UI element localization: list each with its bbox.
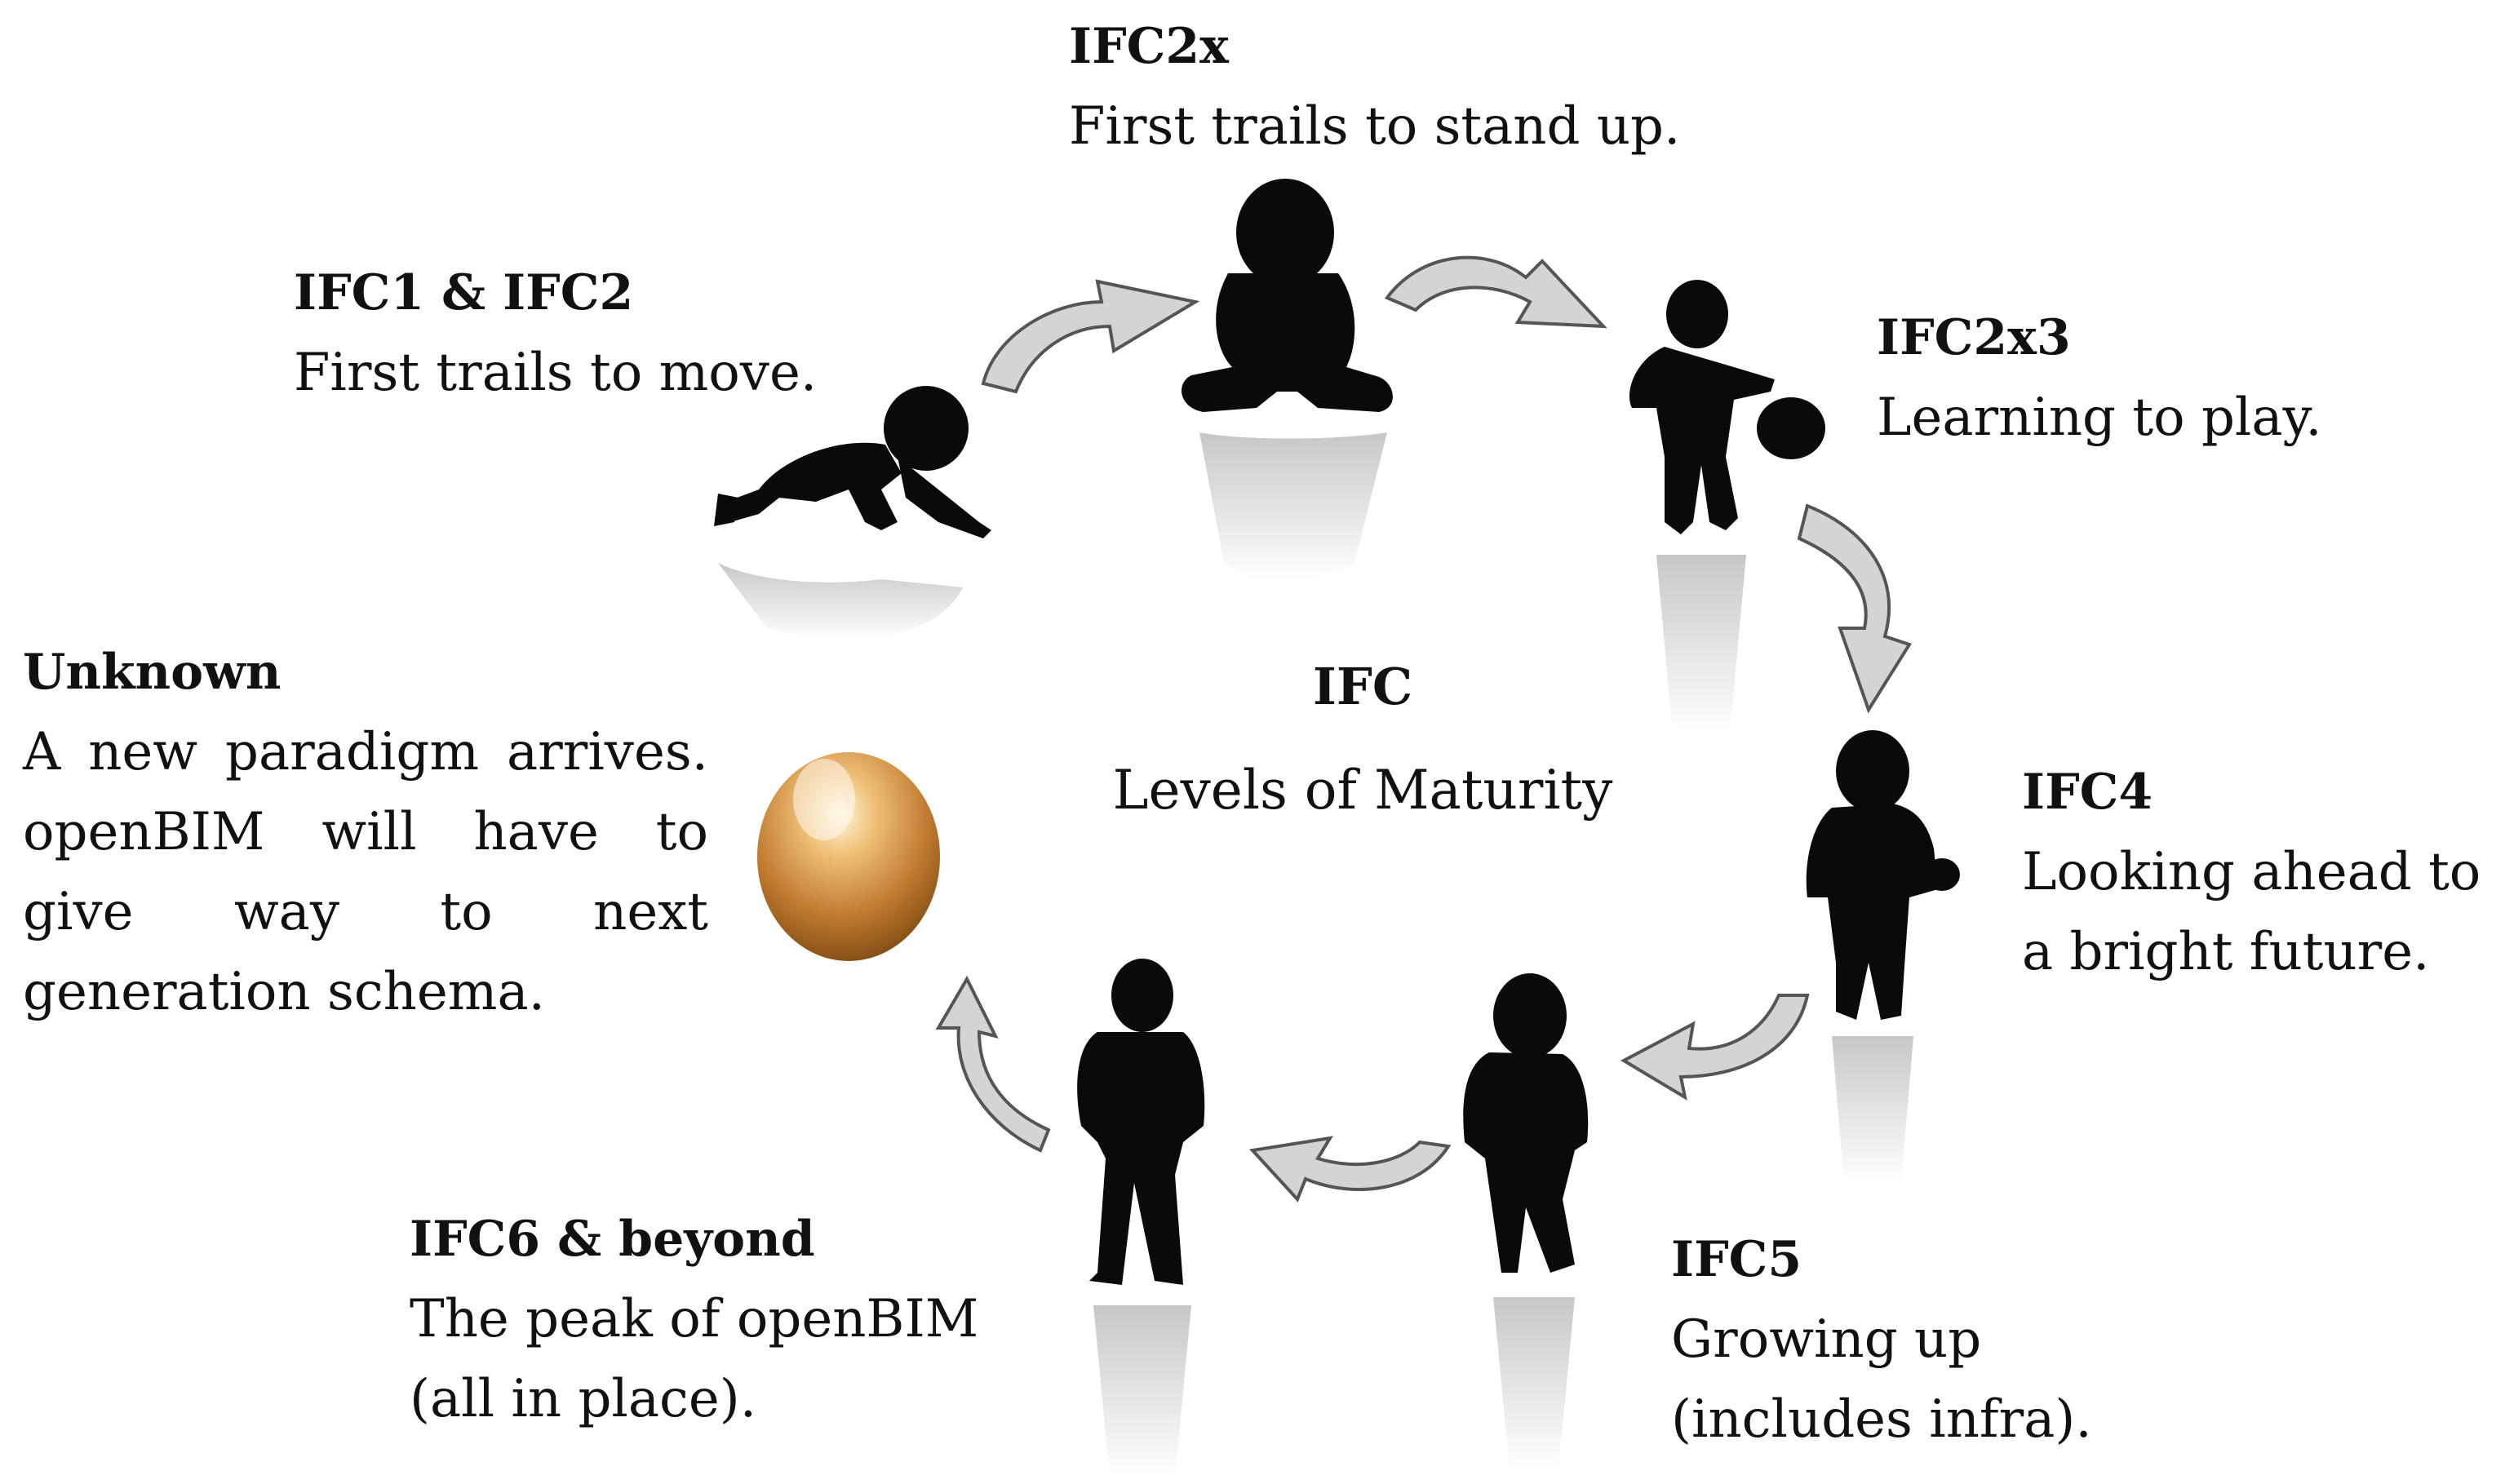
- stage-title: Unknown: [23, 644, 282, 701]
- stage-title: IFC4: [2022, 764, 2153, 821]
- boy-silhouette: [1463, 973, 1589, 1468]
- stage-title: IFC5: [1671, 1231, 1802, 1288]
- stage-description-line: Growing up: [1671, 1309, 1982, 1370]
- stage-description-line: a bright future.: [2022, 922, 2430, 982]
- golden-egg: [757, 752, 940, 961]
- toddler-with-ball-silhouette: [1629, 280, 1825, 734]
- sitting-baby-silhouette: [1182, 179, 1393, 582]
- stage-description: First trails to stand up.: [1069, 96, 1681, 157]
- arrow-1: [981, 279, 1200, 394]
- stage-description-line: (all in place).: [410, 1369, 757, 1429]
- arrow-2: [1384, 255, 1607, 329]
- center-title: IFC: [1312, 657, 1413, 716]
- stage-title: IFC1 & IFC2: [294, 264, 634, 321]
- stage-description-line: Looking ahead to: [2022, 842, 2481, 902]
- stage-label-unknown: Unknown A new paradigm arrives. openBIM …: [23, 632, 708, 1032]
- center-subtitle: Levels of Maturity: [1112, 759, 1613, 822]
- stage-label-ifc2x: IFC2x First trails to stand up.: [1069, 7, 1680, 166]
- stage-description: A new paradigm arrives. openBIM will hav…: [23, 722, 708, 1022]
- stage-label-ifc6: IFC6 & beyond The peak of openBIM (all i…: [410, 1199, 978, 1439]
- crawling-baby-silhouette: [714, 386, 991, 640]
- stage-description-line: (includes infra).: [1671, 1389, 2092, 1450]
- stage-title: IFC2x3: [1877, 309, 2071, 366]
- stage-description: Learning to play.: [1877, 388, 2322, 448]
- cycle-arrows: [935, 255, 1913, 1203]
- arrow-4: [1620, 994, 1810, 1101]
- arrow-5: [1249, 1136, 1452, 1203]
- child-with-ball-silhouette: [1806, 730, 1960, 1183]
- stage-title: IFC2x: [1069, 18, 1229, 75]
- stage-label-ifc2x3: IFC2x3 Learning to play.: [1877, 298, 2322, 458]
- stage-label-ifc5: IFC5 Growing up (includes infra).: [1671, 1220, 2092, 1460]
- stage-label-ifc4: IFC4 Looking ahead to a bright future.: [2022, 752, 2481, 992]
- arrow-3: [1797, 503, 1913, 714]
- man-silhouette: [1077, 959, 1205, 1477]
- stage-label-ifc1-ifc2: IFC1 & IFC2 First trails to move.: [294, 253, 817, 413]
- stage-title: IFC6 & beyond: [410, 1211, 815, 1268]
- arrow-6: [935, 975, 1051, 1153]
- stage-description-line: The peak of openBIM: [410, 1289, 979, 1349]
- stage-description: First trails to move.: [294, 343, 818, 403]
